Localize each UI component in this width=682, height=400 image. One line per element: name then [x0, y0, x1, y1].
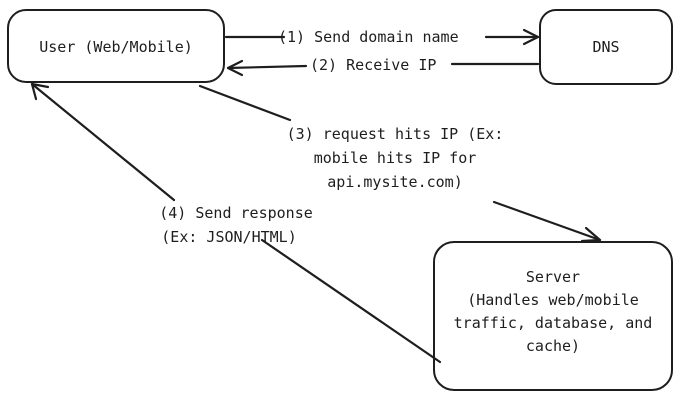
user-node[interactable]: User (Web/Mobile)	[7, 9, 225, 83]
edge-request-hits-ip-line-b	[492, 200, 602, 242]
edge-send-response-label-line-1: (4) Send response	[159, 204, 313, 222]
edge-receive-ip-arrowhead	[226, 59, 244, 77]
edge-request-hits-ip: (3) request hits IP (Ex: mobile hits IP …	[198, 84, 602, 243]
server-node[interactable]: Server (Handles web/mobile traffic, data…	[433, 241, 673, 391]
edge-request-hits-ip-label-line-3: api.mysite.com)	[327, 173, 462, 191]
server-label-line-2: (Handles web/mobile	[467, 291, 639, 309]
edge-send-response-line-a	[260, 238, 442, 364]
edge-send-domain: (1) Send domain name	[224, 28, 540, 46]
server-box	[433, 241, 673, 391]
user-label: User (Web/Mobile)	[39, 38, 193, 56]
edge-request-hits-ip-label-line-2: mobile hits IP for	[314, 149, 477, 167]
edge-send-response-label-line-2: (Ex: JSON/HTML)	[161, 228, 296, 246]
edge-request-hits-ip-line-a	[198, 84, 292, 122]
edge-send-response-line-b	[30, 82, 176, 202]
dns-node[interactable]: DNS	[539, 9, 673, 85]
edge-send-domain-arrowhead	[522, 28, 540, 46]
edge-request-hits-ip-label-line-1: (3) request hits IP (Ex:	[287, 125, 504, 143]
edge-receive-ip: (2) Receive IP	[226, 56, 540, 77]
edge-send-domain-label: (1) Send domain name	[278, 28, 459, 46]
edge-send-response: (4) Send response (Ex: JSON/HTML)	[30, 82, 442, 364]
edge-send-response-arrowhead	[30, 82, 50, 101]
server-label-line-1: Server	[526, 268, 580, 286]
user-box	[7, 9, 225, 83]
dns-box	[539, 9, 673, 85]
edge-request-hits-ip-arrowhead	[580, 226, 602, 243]
server-label-line-4: cache)	[526, 337, 580, 355]
server-label-line-3: traffic, database, and	[454, 314, 653, 332]
edge-receive-ip-label: (2) Receive IP	[310, 56, 436, 74]
edge-receive-ip-line-b	[226, 64, 308, 70]
dns-label: DNS	[592, 38, 619, 56]
